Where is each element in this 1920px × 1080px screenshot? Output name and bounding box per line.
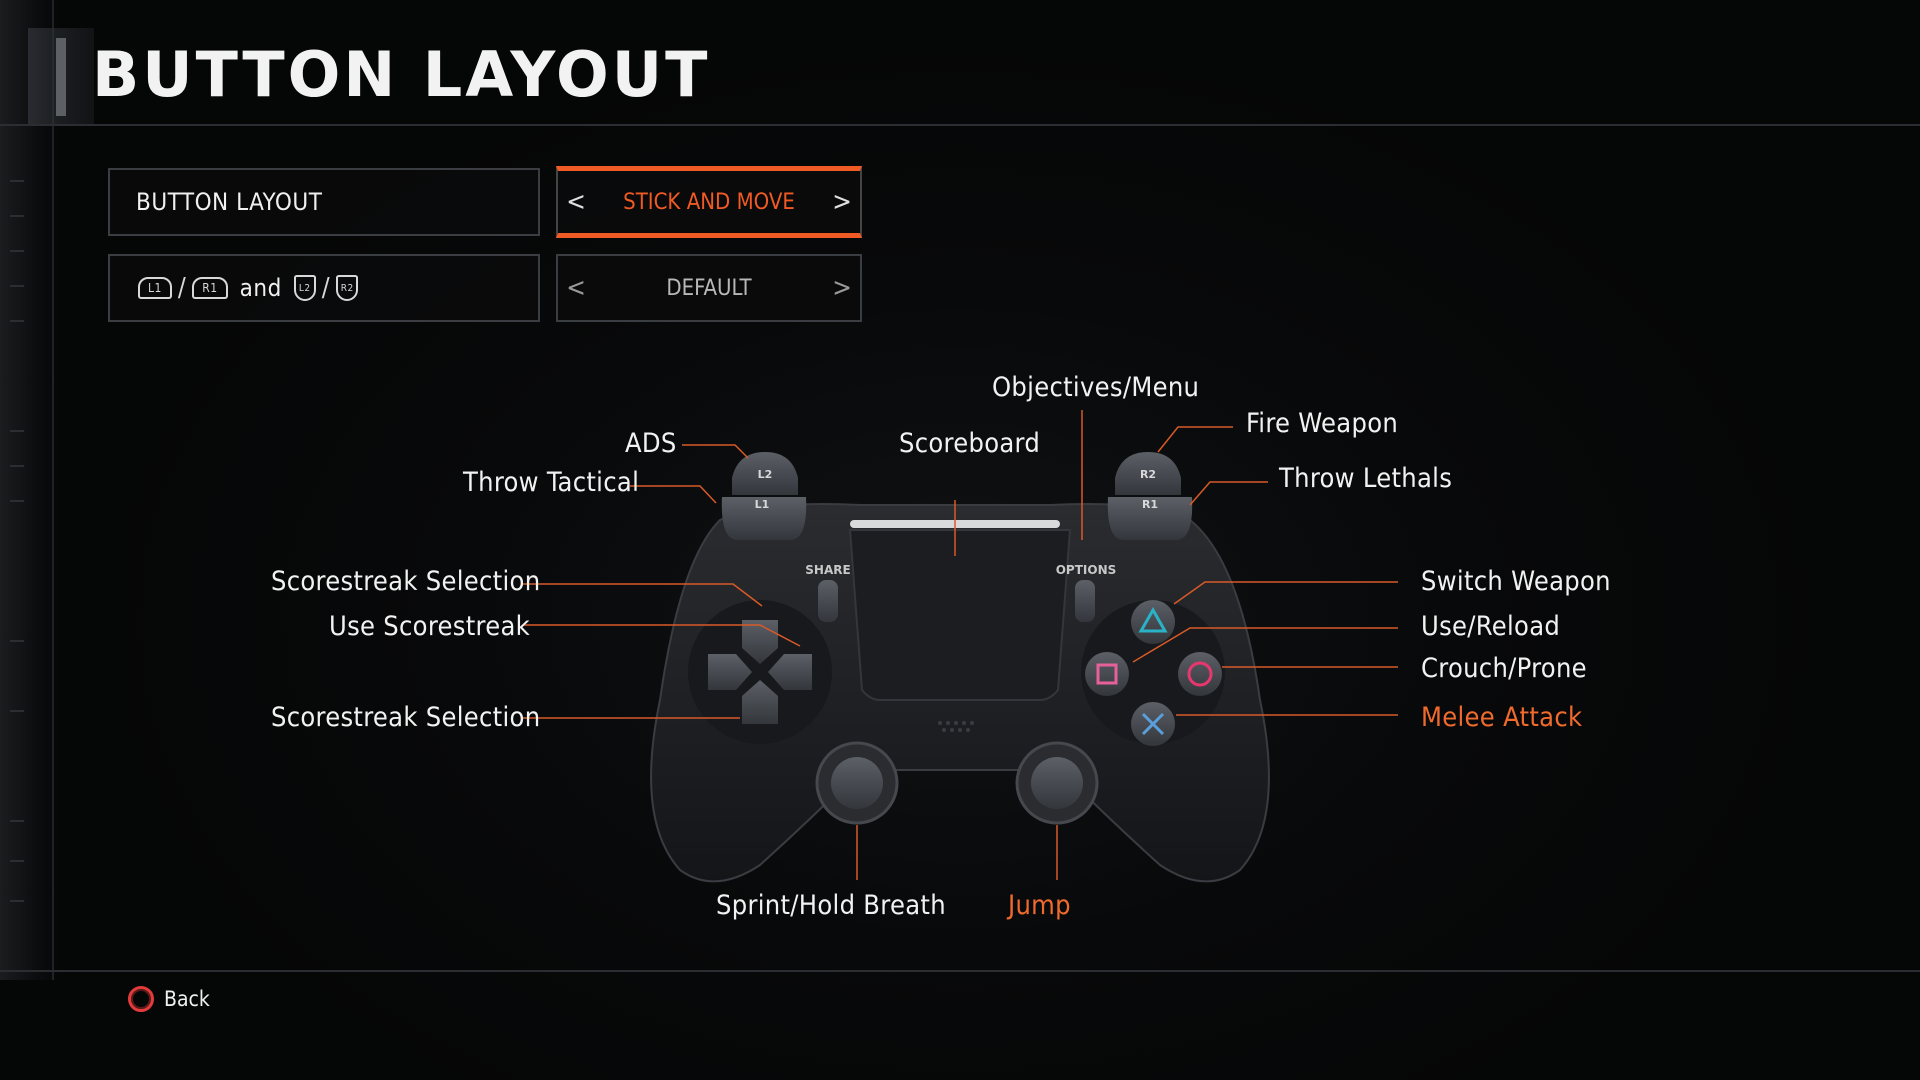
- callout-switch-weapon: Switch Weapon: [1421, 566, 1611, 597]
- share-button: [818, 580, 838, 622]
- dpad-down: [742, 680, 778, 724]
- r2-trigger-icon: R2: [336, 275, 359, 301]
- callout-scorestreak-selection-down: Scorestreak Selection: [271, 702, 541, 733]
- l2-trigger: [732, 452, 798, 495]
- page-title: BUTTON LAYOUT: [92, 38, 711, 111]
- title-decoration: [28, 28, 94, 126]
- callout-use-scorestreak: Use Scorestreak: [329, 611, 531, 642]
- r1-button-icon: R1: [192, 277, 228, 299]
- options-label: OPTIONS: [1056, 563, 1117, 577]
- callout-objectives-menu: Objectives/Menu: [992, 372, 1200, 403]
- r2-trigger: [1115, 452, 1181, 495]
- option-value-trigger-layout[interactable]: < DEFAULT >: [556, 254, 862, 322]
- triangle-icon: [1138, 606, 1168, 633]
- r1-bumper: [1107, 497, 1193, 540]
- option-label-trigger-layout[interactable]: L1 / R1 and L2 / R2: [108, 254, 540, 322]
- callout-melee-attack: Melee Attack: [1421, 702, 1583, 733]
- slash-separator: /: [321, 273, 331, 303]
- r1-label: R1: [1142, 498, 1158, 511]
- l2-trigger-icon: L2: [293, 275, 316, 301]
- dpad-up: [742, 620, 778, 664]
- circle-icon: [1187, 661, 1213, 687]
- arrow-left-icon[interactable]: <: [566, 273, 586, 303]
- square-icon: [1096, 663, 1118, 685]
- callout-scoreboard: Scoreboard: [899, 428, 1041, 459]
- callout-jump: Jump: [1008, 890, 1071, 921]
- back-label: Back: [164, 987, 210, 1011]
- circle-button-icon: [128, 986, 154, 1012]
- callout-sprint-hold-breath: Sprint/Hold Breath: [716, 890, 946, 921]
- arrow-right-icon[interactable]: >: [832, 187, 852, 217]
- callout-throw-lethals: Throw Lethals: [1279, 463, 1453, 494]
- option-value-text: STICK AND MOVE: [623, 189, 795, 215]
- dpad-right: [768, 654, 812, 690]
- cross-icon: [1141, 712, 1165, 736]
- option-value-button-layout[interactable]: < STICK AND MOVE >: [556, 166, 862, 238]
- dpad-left: [708, 654, 752, 690]
- callout-fire-weapon: Fire Weapon: [1246, 408, 1399, 439]
- callout-throw-tactical: Throw Tactical: [463, 467, 640, 498]
- l1-button-icon: L1: [138, 277, 172, 299]
- callout-use-reload: Use/Reload: [1421, 611, 1561, 642]
- option-value-text: DEFAULT: [666, 275, 752, 301]
- triangle-button: [1131, 600, 1175, 644]
- callout-crouch-prone: Crouch/Prone: [1421, 653, 1587, 684]
- l2-label: L2: [758, 468, 773, 481]
- touchpad: [848, 529, 1072, 701]
- back-button[interactable]: Back: [128, 986, 210, 1012]
- callout-ads: ADS: [625, 428, 677, 459]
- l1-bumper: [721, 497, 807, 540]
- title-divider: [0, 124, 1920, 126]
- conjunction-text: and: [239, 274, 282, 302]
- option-label-button-layout[interactable]: BUTTON LAYOUT: [108, 168, 540, 236]
- square-button: [1085, 652, 1129, 696]
- arrow-right-icon[interactable]: >: [832, 273, 852, 303]
- callout-scorestreak-selection-up: Scorestreak Selection: [271, 566, 541, 597]
- slash-separator: /: [177, 273, 187, 303]
- r2-label: R2: [1140, 468, 1156, 481]
- l1-label: L1: [755, 498, 770, 511]
- options-button: [1075, 580, 1095, 622]
- arrow-left-icon[interactable]: <: [566, 187, 586, 217]
- footer-divider: [0, 970, 1920, 972]
- share-label: SHARE: [805, 563, 850, 577]
- left-edge-decoration: [0, 0, 60, 980]
- callout-lines: [523, 410, 1398, 880]
- circle-button: [1178, 652, 1222, 696]
